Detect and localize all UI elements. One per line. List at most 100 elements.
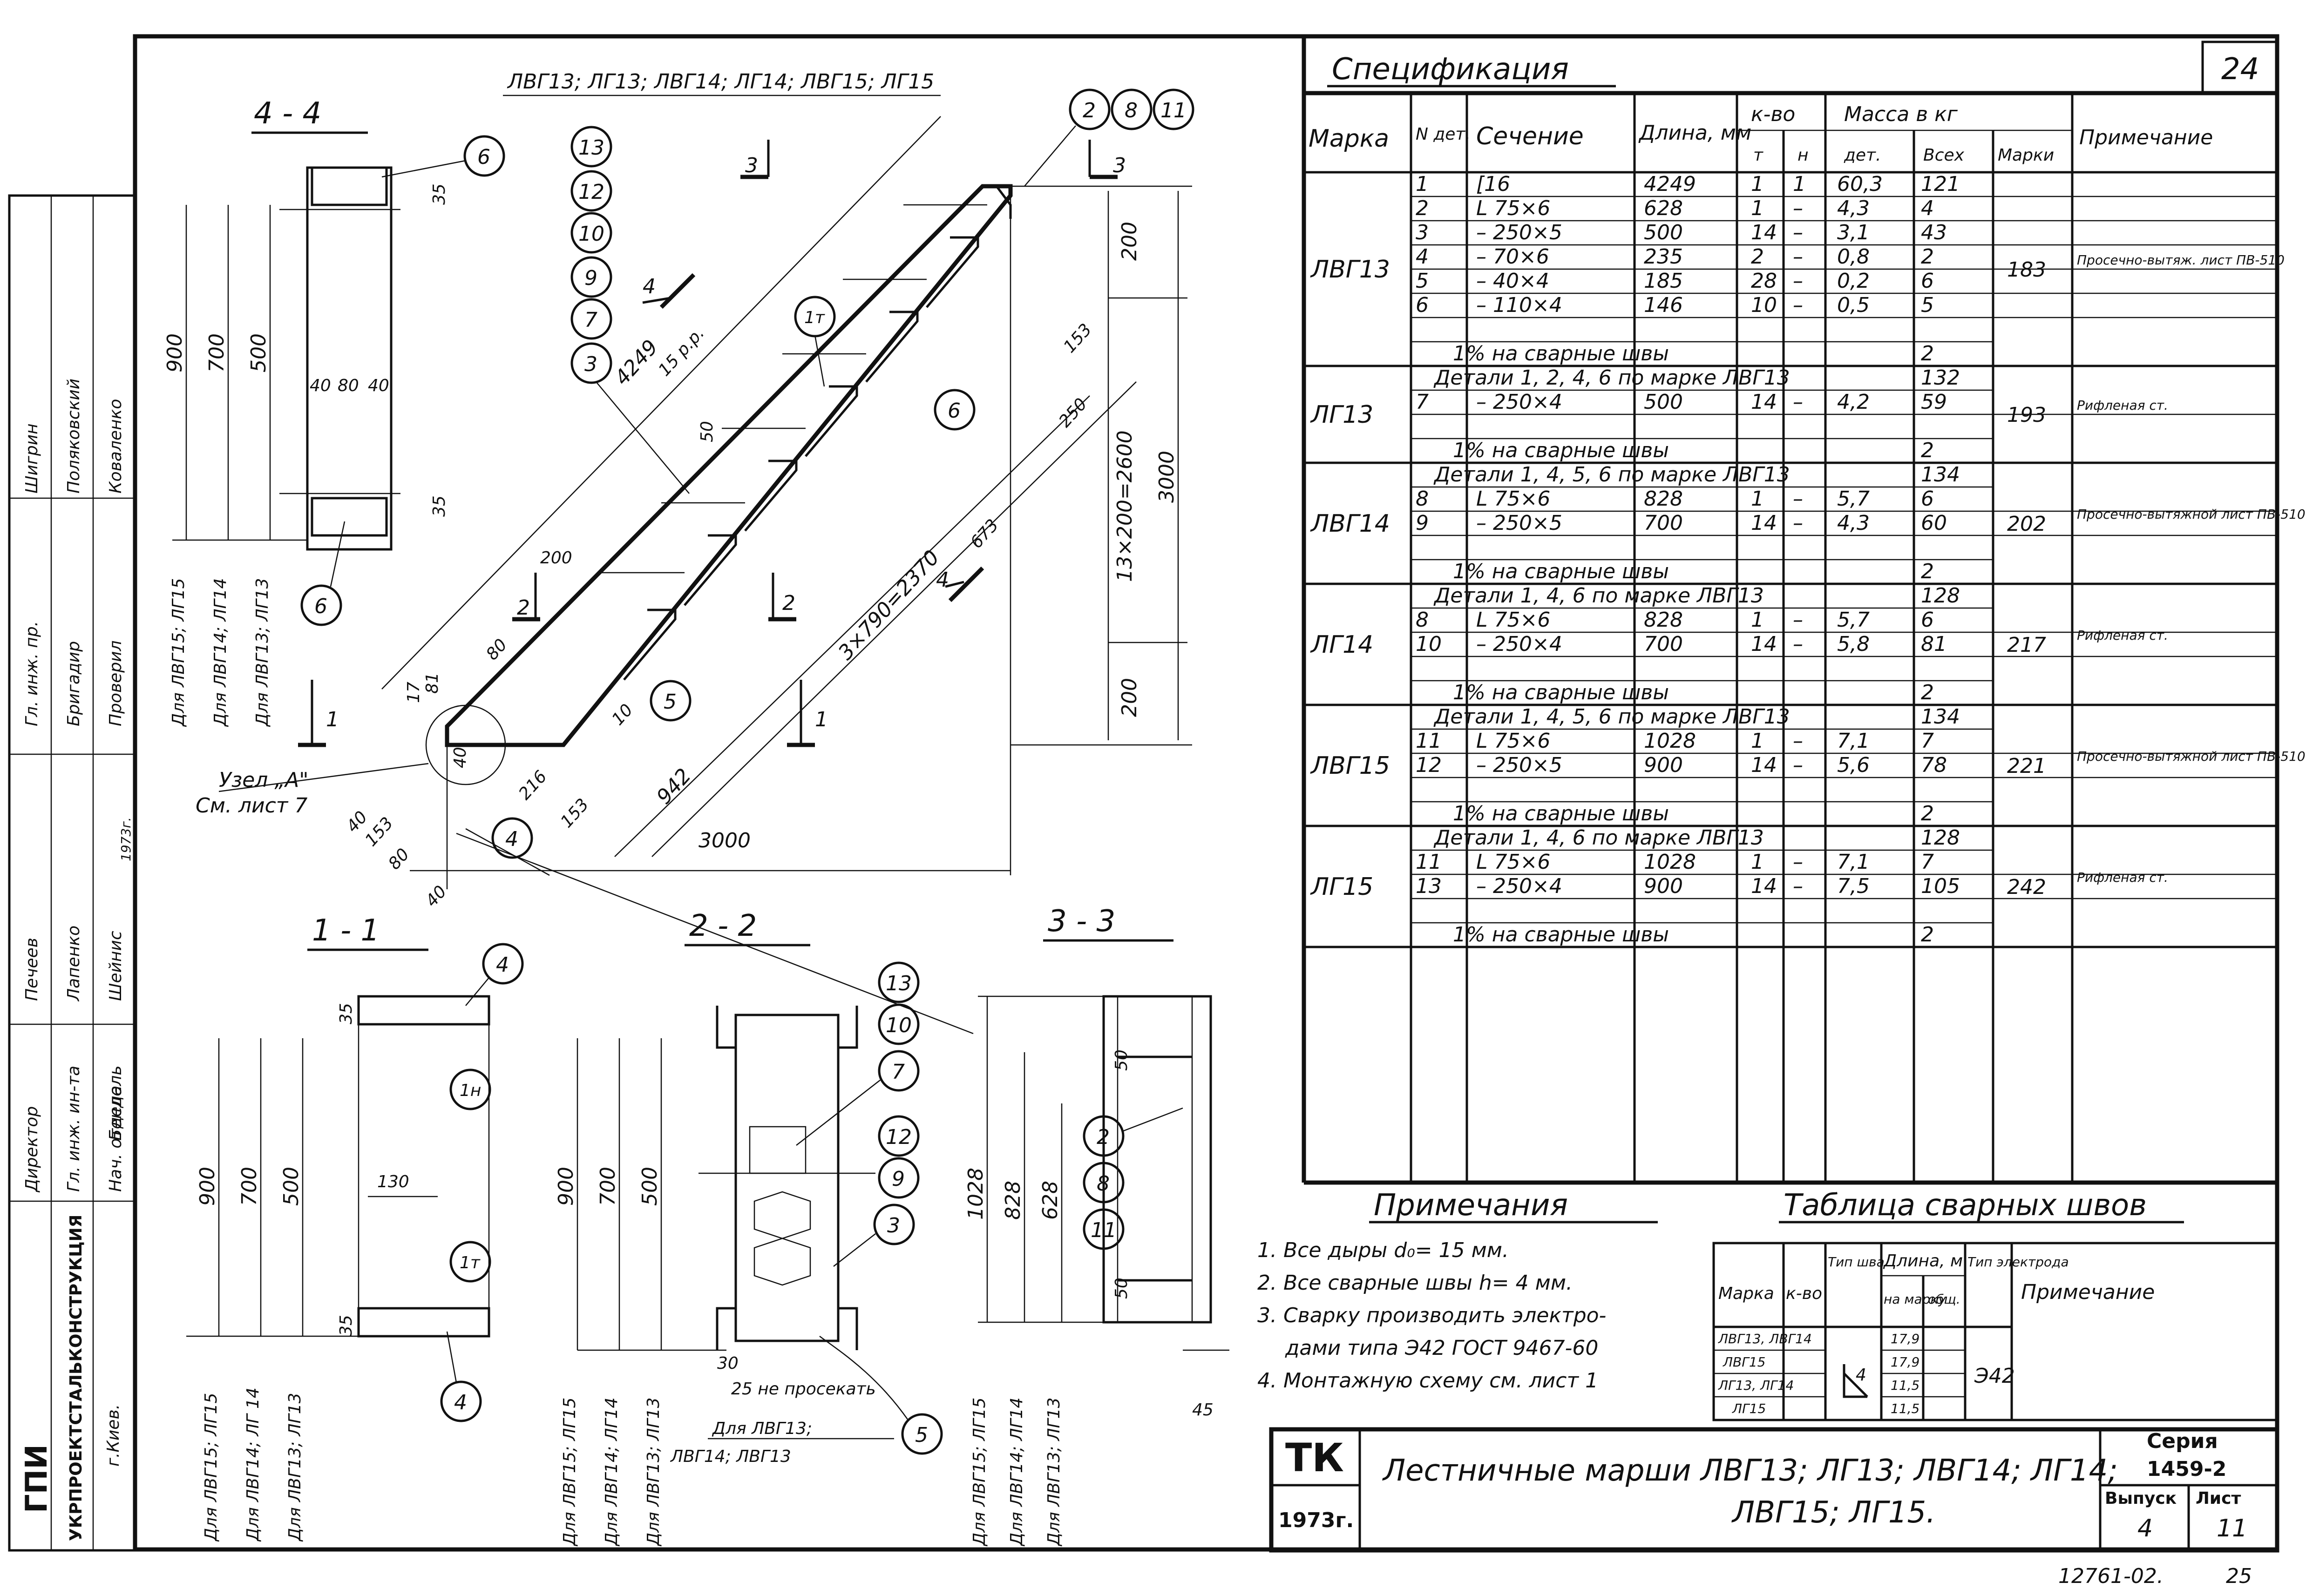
spec-cell: 2 (1751, 245, 1764, 269)
dim-80-node: 80 (385, 845, 413, 873)
spec-cell: – (1793, 221, 1803, 244)
spec-h-prim: Примечание (2079, 126, 2213, 149)
left-stamp: Директор Гл. инж. ин-та Нач. отдела Гл. … (8, 194, 136, 1552)
s22-dim-500: 500 (638, 1167, 662, 1206)
spec-h-vseh: Всех (1923, 146, 1965, 165)
s44-callout-6a: 6 (477, 145, 490, 169)
spec-h-det: дет. (1844, 146, 1881, 165)
s44-dim-35b: 35 (430, 495, 449, 517)
spec-cell: 11 (1416, 729, 1442, 753)
stamp-name-1: Шигрин (22, 423, 41, 494)
cut-mark-1-left: 1 (298, 680, 339, 747)
spec-cell: 1028 (1644, 850, 1696, 874)
callouts-stair: 13 12 10 9 7 3 2 8 11 1т 6 5 (491, 88, 1194, 859)
stamp-signature-bendel: Бендель (106, 1065, 125, 1141)
s22-note-for: Для ЛВГ13; (712, 1419, 812, 1438)
cut-label-2b: 2 (782, 591, 795, 615)
spec-cell: 4,3 (1837, 511, 1870, 535)
weld-len-1: 17,9 (1891, 1331, 1919, 1346)
stamp-role-1: Гл. инж. пр. (22, 621, 41, 726)
spec-cell: 2 (1416, 196, 1429, 220)
weld-len-3: 11,5 (1891, 1378, 1919, 1393)
spec-h-massa: Масса в кг (1844, 102, 1958, 126)
s33-dim-1028: 1028 (964, 1168, 988, 1220)
spec-cell: 7,5 (1837, 874, 1870, 898)
cut-label-2a: 2 (517, 596, 530, 620)
spec-cell: – (1793, 487, 1803, 511)
spec-parts-value: 132 (1921, 366, 1960, 390)
weld-h-kvo: к-во (1786, 1284, 1822, 1303)
spec-cell: 13 (1416, 874, 1442, 898)
node-a-label: Узел „А" (219, 768, 309, 792)
spec-weld-row: 1% на сварные швы (1453, 342, 1669, 365)
dim-40-b: 40 (422, 882, 450, 911)
spec-cell: 900 (1644, 753, 1683, 777)
spec-cell: L 75×6 (1476, 487, 1550, 511)
s33-dim-45: 45 (1192, 1400, 1214, 1420)
spec-group-note: Рифленая ст. (2077, 628, 2168, 643)
title-list-label: Лист (2196, 1489, 2241, 1508)
weld-h-na: на марку (1884, 1292, 1946, 1307)
dim-17: 17 (404, 682, 423, 703)
spec-parts-row: Детали 1, 4, 6 по марке ЛВГ13 (1433, 584, 1764, 608)
spec-cell: 5,7 (1837, 487, 1870, 511)
spec-group-marka: ЛВГ13 (1310, 256, 1390, 284)
spec-weld-row: 1% на сварные швы (1453, 802, 1669, 825)
spec-weld-row: 1% на сварные швы (1453, 560, 1669, 583)
spec-weld-value: 2 (1921, 342, 1934, 365)
s33-dim-828: 828 (1001, 1181, 1025, 1220)
spec-cell: 4,3 (1837, 196, 1870, 220)
weld-h-obsh: общ. (1928, 1292, 1960, 1307)
spec-cell: 4 (1416, 245, 1429, 269)
note-1: 1. Все дыры d₀= 15 мм. (1257, 1238, 1509, 1262)
cut-label-3a: 3 (745, 154, 758, 177)
spec-h-t: т (1753, 146, 1763, 165)
spec-weld-row: 1% на сварные швы (1453, 681, 1669, 704)
s11-label-13: Для ЛВГ13; ЛГ13 (285, 1393, 305, 1542)
spec-cell: 2 (1921, 245, 1934, 269)
spec-cell: L 75×6 (1476, 196, 1550, 220)
s22-note-no-cut: 25 не просекать (731, 1380, 876, 1399)
spec-cell: 235 (1644, 245, 1683, 269)
section-2-2-title: 2 - 2 (689, 909, 757, 943)
callout-13: 13 (578, 136, 604, 160)
spec-group-marka: ЛВГ14 (1310, 510, 1390, 538)
spec-parts-row: Детали 1, 4, 5, 6 по марке ЛВГ13 (1433, 705, 1790, 729)
dim-40-node: 40 (451, 747, 470, 768)
dim-50: 50 (698, 421, 717, 442)
spec-cell: 60 (1921, 511, 1947, 535)
callout-12: 12 (578, 180, 604, 204)
spec-cell: 500 (1644, 390, 1683, 414)
spec-cell: 500 (1644, 221, 1683, 244)
s44-dim-40a: 40 (310, 376, 331, 395)
title-series-label: Серия (2147, 1429, 2218, 1453)
dim-200-bot: 200 (1118, 678, 1141, 717)
stamp-name-3: Коваленко (106, 399, 125, 494)
callout-6: 6 (948, 399, 961, 423)
spec-parts-value: 128 (1921, 584, 1960, 608)
s44-label-13: Для ЛВГ13; ЛГ13 (253, 578, 272, 727)
node-a-circle (425, 704, 506, 785)
spec-cell: 14 (1751, 511, 1777, 535)
weld-h-tip: Тип шва (1828, 1254, 1885, 1270)
spec-h-dlina: Длина, мм (1638, 121, 1751, 145)
s22-callouts: 13 10 7 12 9 3 5 (796, 961, 943, 1455)
note-3: 3. Сварку производить электро- (1257, 1304, 1606, 1327)
callout-4: 4 (505, 827, 518, 851)
spec-h-n: N дет. (1416, 125, 1471, 144)
spec-cell: L 75×6 (1476, 850, 1550, 874)
dim-10: 10 (608, 701, 637, 729)
spec-parts-row: Детали 1, 2, 4, 6 по марке ЛВГ13 (1433, 366, 1790, 390)
spec-cell: 14 (1751, 753, 1777, 777)
spec-cell: 146 (1644, 293, 1683, 317)
spec-group-marka: ЛГ14 (1310, 631, 1373, 659)
spec-cell: 1 (1751, 850, 1764, 874)
spec-parts-row: Детали 1, 4, 6 по марке ЛВГ13 (1433, 826, 1764, 850)
spec-cell: [16 (1476, 172, 1510, 196)
cut-label-4b: 4 (936, 568, 949, 592)
spec-cell: 828 (1644, 608, 1683, 632)
spec-group-mass: 242 (2007, 875, 2046, 899)
spec-cell: 14 (1751, 390, 1777, 414)
title-line-1: Лестничные марши ЛВГ13; ЛГ13; ЛВГ14; ЛГ1… (1382, 1454, 2118, 1488)
spec-cell: L 75×6 (1476, 608, 1550, 632)
